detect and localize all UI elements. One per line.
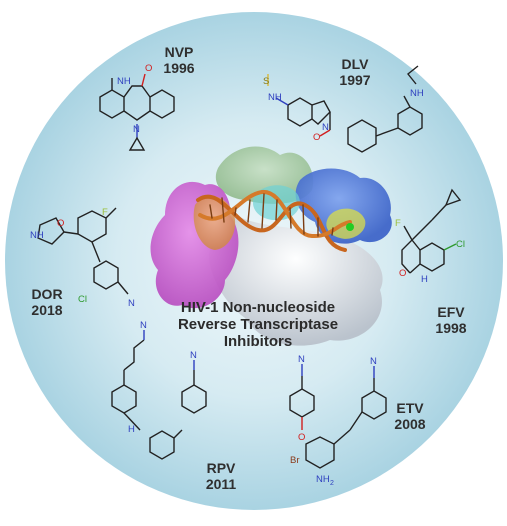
efv-structure <box>401 188 462 274</box>
drug-label-dlv: DLV 1997 <box>330 56 380 88</box>
atom-o-etv: O <box>298 432 305 443</box>
atom-o-dlv: O <box>313 132 320 143</box>
dor-structure <box>37 207 129 295</box>
drug-year: 2011 <box>205 476 237 492</box>
drug-year: 1997 <box>339 72 371 88</box>
atom-nh-dlv: NH <box>268 92 282 103</box>
drug-abbr: DLV <box>341 56 369 72</box>
nucleic-acid-helix <box>196 190 354 252</box>
drug-year: 1996 <box>163 60 195 76</box>
dlv-structure <box>267 65 423 153</box>
atom-n-rpv2: N <box>190 350 197 361</box>
atom-f-dor: F <box>102 207 108 218</box>
nvp-structure <box>99 73 175 151</box>
drug-label-efv: EFV 1998 <box>426 304 476 336</box>
atom-nh-efv: H <box>421 274 428 285</box>
atom-nh-dor: NH <box>30 230 44 241</box>
atom-n-dlv: N <box>322 122 329 133</box>
atom-n-etv: N <box>298 354 305 365</box>
atom-cl-dor: Cl <box>78 294 87 305</box>
drug-label-etv: ETV 2008 <box>385 400 435 432</box>
atom-cl-efv: Cl <box>456 239 465 250</box>
atom-br-etv: Br <box>290 455 300 466</box>
atom-nh2-sub: 2 <box>330 480 334 487</box>
atom-s-dlv: S <box>263 76 269 87</box>
drug-label-rpv: RPV 2011 <box>196 460 246 492</box>
drug-label-dor: DOR 2018 <box>22 286 72 318</box>
protein-structure <box>150 146 392 346</box>
atom-f-efv: F <box>395 218 401 229</box>
drug-label-nvp: NVP 1996 <box>154 44 204 76</box>
drug-abbr: NVP <box>164 44 194 60</box>
drug-year: 2008 <box>394 416 426 432</box>
drug-abbr: ETV <box>396 400 424 416</box>
atom-nh-nvp: NH <box>117 76 131 87</box>
atom-nh2-etv: NH <box>316 474 330 485</box>
atom-o-nvp: O <box>145 63 152 74</box>
atom-n-rpv: N <box>140 320 147 331</box>
atom-n-dor: N <box>128 298 135 309</box>
atom-nh-rpv: H <box>128 424 135 435</box>
atom-n-etv2: N <box>370 356 377 367</box>
drug-abbr: EFV <box>437 304 465 320</box>
atom-labels: O NH N S NH N O NH F Cl O H NH O F Cl N … <box>30 63 465 487</box>
etv-structure <box>289 364 387 469</box>
atom-o-dor: O <box>57 218 64 229</box>
drug-year: 2018 <box>31 302 63 318</box>
atom-n-nvp: N <box>133 124 140 135</box>
atom-o-efv: O <box>399 268 406 279</box>
atom-nh-dlv2: NH <box>410 88 424 99</box>
drug-abbr: RPV <box>206 460 236 476</box>
center-title-line2: Reverse Transcriptase Inhibitors <box>177 316 339 350</box>
drug-year: 1998 <box>435 320 467 336</box>
center-title-line1: HIV-1 Non-nucleoside <box>180 299 336 316</box>
center-title: HIV-1 Non-nucleoside Reverse Transcripta… <box>148 299 368 350</box>
rpv-structure <box>111 330 207 460</box>
drug-abbr: DOR <box>31 286 63 302</box>
